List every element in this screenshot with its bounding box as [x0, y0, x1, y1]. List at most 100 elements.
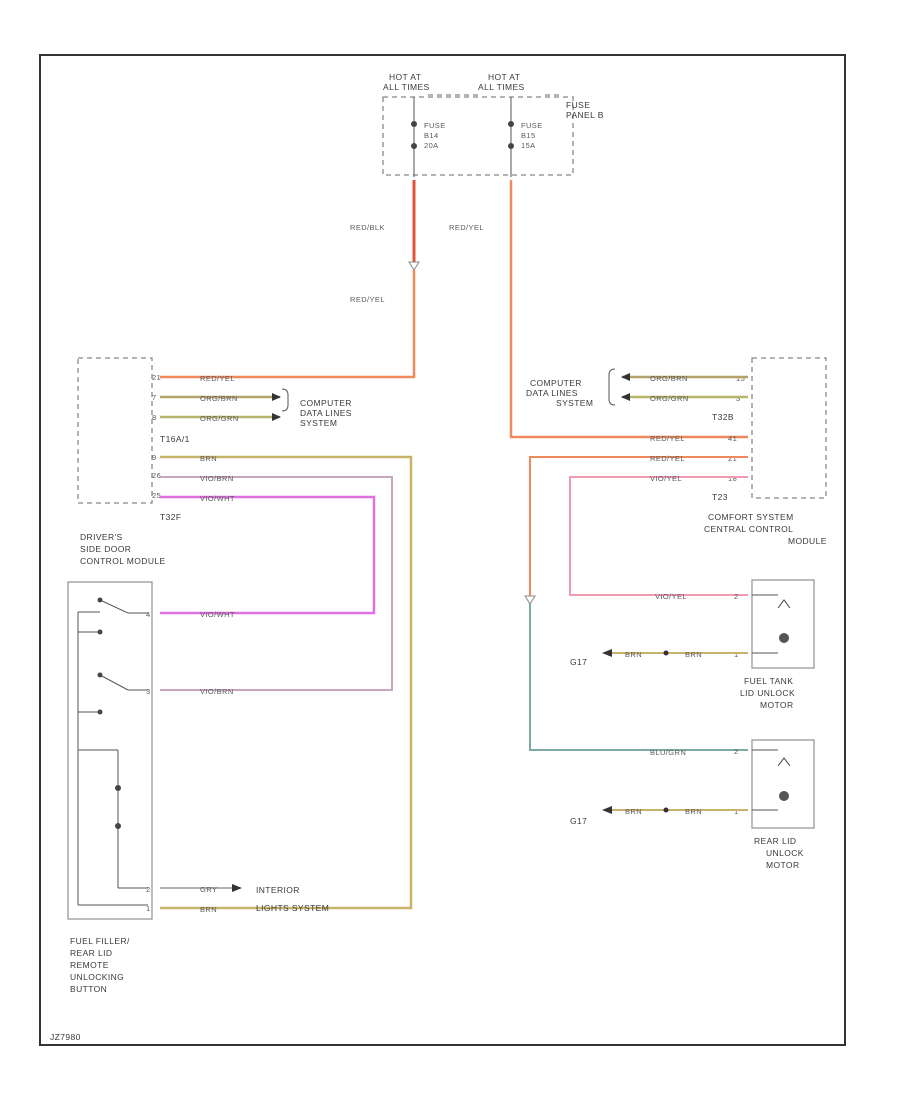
panel-name-line2: PANEL B [566, 110, 604, 120]
fuse-panel-b: HOT AT ALL TIMES HOT AT ALL TIMES FUSE P… [382, 72, 604, 177]
interior-lights-2: LIGHTS SYSTEM [256, 903, 329, 913]
right-fuse-symbol-b [508, 143, 514, 149]
label-driver-brn: BRN [200, 454, 217, 463]
label-t23: T23 [712, 492, 728, 502]
switch-pin-2: 2 [146, 885, 151, 894]
corner-code: JZ7980 [50, 1032, 81, 1042]
label-t16a: T16A/1 [160, 434, 190, 444]
data-lines-left-1: COMPUTER [300, 398, 352, 408]
label-comfort-org-brn: ORG/BRN [650, 374, 688, 383]
label-switch-vio-wht: VIO/WHT [200, 610, 235, 619]
splice-1 [663, 650, 669, 656]
drivers-module-outline [77, 357, 153, 504]
left-fuse-symbol-b [411, 143, 417, 149]
wire-red-yel-driver [160, 270, 416, 379]
motor2-pin-1: 1 [734, 807, 739, 816]
label-blu-grn: BLU/GRN [650, 748, 686, 757]
right-fuse-line3: 15A [521, 141, 536, 150]
label-driver-red-yel: RED/YEL [200, 374, 235, 383]
wire-blu-grn [529, 604, 748, 751]
comfort-module-line3: MODULE [788, 536, 827, 546]
rear-lid-motor: 2 1 REAR LID UNLOCK MOTOR [734, 739, 815, 870]
button-name-2: REAR LID [70, 948, 112, 958]
wire-vio-wht [160, 495, 376, 615]
right-source-line2: ALL TIMES [478, 82, 525, 92]
ground-label-1: G17 [570, 657, 587, 667]
ground-label-2: G17 [570, 816, 587, 826]
comfort-module-line1: COMFORT SYSTEM [708, 512, 794, 522]
connector-arrow [408, 261, 420, 271]
left-fuse-line2: B14 [424, 131, 439, 140]
left-source-line2: ALL TIMES [383, 82, 430, 92]
fuel-tank-lid-motor: 2 1 FUEL TANK LID UNLOCK MOTOR [734, 579, 815, 710]
button-name-3: REMOTE [70, 960, 109, 970]
label-motor1-vio-yel: VIO/YEL [655, 592, 687, 601]
panel-name-line1: FUSE [566, 100, 590, 110]
label-motor2-brn-a: BRN [625, 807, 642, 816]
data-lines-right-2: DATA LINES [526, 388, 578, 398]
label-motor2-brn-b: BRN [685, 807, 702, 816]
fuel-motor-symbol [777, 599, 791, 609]
label-comfort-red-yel-1: RED/YEL [650, 434, 685, 443]
switch-pivot-2 [97, 672, 103, 678]
rear-motor-name-3: MOTOR [766, 860, 799, 870]
fuel-motor-name-2: LID UNLOCK [740, 688, 795, 698]
comfort-module-outline [751, 357, 827, 499]
wire-vio-brn [160, 476, 393, 691]
rear-motor-name-1: REAR LID [754, 836, 796, 846]
comfort-pin-4: 21 [728, 454, 737, 463]
switch-blade-2 [99, 674, 129, 691]
fuse-panel-outline [382, 96, 574, 176]
switch-pin-1: 1 [146, 904, 151, 913]
label-red-yel-top-right: RED/YEL [449, 223, 484, 232]
left-fuse-line1: FUSE [424, 121, 446, 130]
left-source-line1: HOT AT [389, 72, 421, 82]
button-name-1: FUEL FILLER/ [70, 936, 130, 946]
comfort-module-line2: CENTRAL CONTROL [704, 524, 793, 534]
button-outline [67, 581, 153, 920]
left-fuse-symbol [411, 121, 417, 127]
arrow-gry [232, 884, 242, 892]
label-comfort-red-yel-2: RED/YEL [650, 454, 685, 463]
button-name-4: UNLOCKING [70, 972, 124, 982]
data-lines-left-2: DATA LINES [300, 408, 352, 418]
rear-motor-coil [779, 791, 789, 801]
arrow-org-grn-left [272, 413, 281, 421]
motor1-pin-1: 1 [734, 650, 739, 659]
label-t32b: T32B [712, 412, 734, 422]
label-driver-vio-brn: VIO/BRN [200, 474, 234, 483]
diagram-frame [39, 54, 846, 1046]
data-bracket-right [608, 368, 616, 406]
rear-motor-name-2: UNLOCK [766, 848, 804, 858]
data-lines-right-1: COMPUTER [530, 378, 582, 388]
motor2-pin-2: 2 [734, 747, 739, 756]
arrow-org-brn-right [621, 373, 630, 381]
right-fuse-line2: B15 [521, 131, 536, 140]
data-lines-left-3: SYSTEM [300, 418, 337, 428]
rear-motor-outline [751, 739, 815, 829]
label-driver-org-brn: ORG/BRN [200, 394, 238, 403]
fuel-motor-outline [751, 579, 815, 669]
remote-unlocking-button: 4 3 2 1 FUEL FILLER/ REAR LID REMOTE UNL… [67, 581, 153, 994]
arrow-org-brn-left [272, 393, 281, 401]
comfort-pin-2: 3 [736, 394, 741, 403]
fuel-motor-name-3: MOTOR [760, 700, 793, 710]
fuel-motor-name-1: FUEL TANK [744, 676, 793, 686]
driver-pin-6: 25 [152, 491, 161, 500]
label-switch-vio-brn: VIO/BRN [200, 687, 234, 696]
connector-arrow-2 [524, 595, 536, 605]
splice-2 [663, 807, 669, 813]
arrow-org-grn-right [621, 393, 630, 401]
button-name-5: BUTTON [70, 984, 107, 994]
comfort-central-module: 15 3 41 21 18 T32B T23 COMFORT SYSTEM CE… [704, 357, 827, 546]
data-bracket-left [281, 388, 289, 412]
label-switch-brn: BRN [200, 905, 217, 914]
drivers-door-module: 21 7 8 9 26 25 T16A/1 T32F DRIVER'S SIDE… [77, 357, 190, 566]
label-red-yel-mid: RED/YEL [350, 295, 385, 304]
driver-pin-1: 21 [152, 373, 161, 382]
wire-red-yel-comfort-2 [529, 456, 748, 596]
switch-pin-3: 3 [146, 687, 151, 696]
wire-brn-driver [160, 455, 413, 910]
label-t32f: T32F [160, 512, 181, 522]
